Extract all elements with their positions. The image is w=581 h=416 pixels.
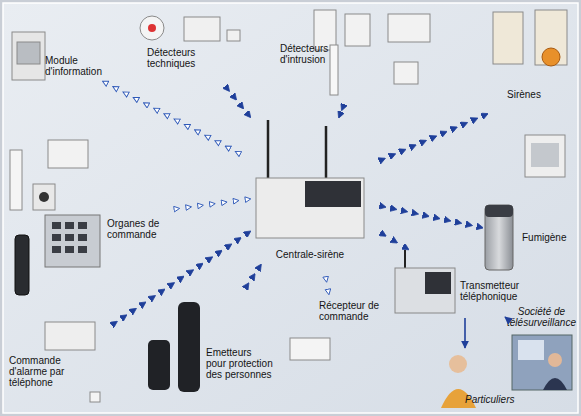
- info-module: [12, 32, 45, 80]
- signal-link: [372, 228, 406, 248]
- monitoring-photo: [512, 335, 572, 390]
- signal-link: [505, 317, 506, 318]
- signal-link: [241, 267, 260, 295]
- smoke-outlet: [485, 205, 513, 217]
- device-label: Détecteurs d'intrusion: [280, 43, 340, 65]
- signal-link: [324, 267, 329, 292]
- speaker-grille: [17, 42, 40, 64]
- opening-detector: [330, 45, 338, 95]
- device-group: Particuliers: [425, 348, 505, 412]
- phone-command: [45, 322, 95, 350]
- operator-body: [543, 378, 567, 390]
- smoke-generator: [485, 205, 513, 270]
- device-group: Organes de commande: [5, 140, 165, 302]
- siren-flash: [535, 10, 567, 65]
- device-group: Transmetteur téléphonique: [390, 248, 540, 318]
- key-slot: [39, 192, 49, 202]
- technical-sensor: [227, 30, 240, 41]
- siren: [493, 12, 523, 64]
- signal-link: [105, 82, 248, 158]
- signal-link: [105, 233, 248, 330]
- device-group: Emetteurs pour protection des personnes: [140, 295, 275, 395]
- device-label: Transmetteur téléphonique: [460, 280, 538, 302]
- device-label: Organes de commande: [107, 218, 163, 240]
- background: [3, 3, 578, 413]
- device-group: Société de télésurveillance: [505, 300, 578, 396]
- device-label: Sirènes: [507, 89, 567, 100]
- transmitter-keypad: [425, 272, 451, 294]
- personal-transmitter: [178, 302, 200, 392]
- central-panel: [305, 181, 361, 207]
- antenna: [267, 120, 270, 180]
- device-label: Détecteurs techniques: [147, 47, 227, 69]
- device-label: Module d'information: [45, 55, 105, 77]
- shock-detector: [394, 62, 418, 84]
- phone-plug: [90, 392, 100, 402]
- siren-grille: [531, 143, 559, 167]
- flash-light: [542, 48, 560, 66]
- remote-control: [15, 235, 29, 295]
- smoke-detector: [140, 16, 164, 40]
- device-label: Commande d'alarme par téléphone: [9, 355, 89, 388]
- command-receiver: [290, 338, 330, 360]
- signal-link: [165, 199, 248, 210]
- device-label: Particuliers: [465, 394, 505, 405]
- signal-link: [220, 80, 248, 115]
- antenna: [404, 250, 406, 270]
- intrusion-detector: [388, 14, 430, 42]
- device-group: Fumigène: [480, 200, 577, 275]
- signal-link: [372, 115, 485, 164]
- signal-link: [372, 204, 480, 227]
- signal-link: [340, 100, 346, 115]
- device-group: Centrale-sirène: [248, 115, 372, 267]
- monitor-screen: [518, 340, 544, 360]
- device-group: Détecteurs techniques: [135, 5, 245, 80]
- device-label: Société de télésurveillance: [505, 306, 578, 328]
- device-group: Commande d'alarme par téléphone: [5, 315, 105, 412]
- person-head: [449, 355, 467, 373]
- device-label: Fumigène: [522, 232, 574, 243]
- personal-transmitter: [148, 340, 170, 390]
- technical-detector: [184, 17, 220, 41]
- key-reader: [33, 184, 55, 210]
- device-group: Récepteur de commande: [285, 292, 385, 364]
- detector-led: [148, 24, 156, 32]
- remote-control: [10, 150, 22, 210]
- device-group: Détecteurs d'intrusion: [272, 5, 457, 100]
- keypad: [45, 215, 100, 267]
- antenna: [325, 126, 328, 180]
- control-box: [48, 140, 88, 168]
- keypad-keys: [52, 222, 87, 253]
- motion-detector: [345, 14, 370, 46]
- device-group: Module d'information: [5, 25, 105, 87]
- device-label: Récepteur de commande: [319, 300, 383, 322]
- phone-transmitter: [395, 268, 455, 313]
- device-label: Centrale-sirène: [248, 249, 372, 260]
- device-label: Emetteurs pour protection des personnes: [206, 347, 274, 380]
- device-group: Sirènes: [485, 5, 577, 185]
- signal-link: [464, 318, 466, 348]
- central-unit: [256, 178, 364, 238]
- operator-head: [548, 353, 562, 367]
- indoor-siren: [525, 135, 565, 177]
